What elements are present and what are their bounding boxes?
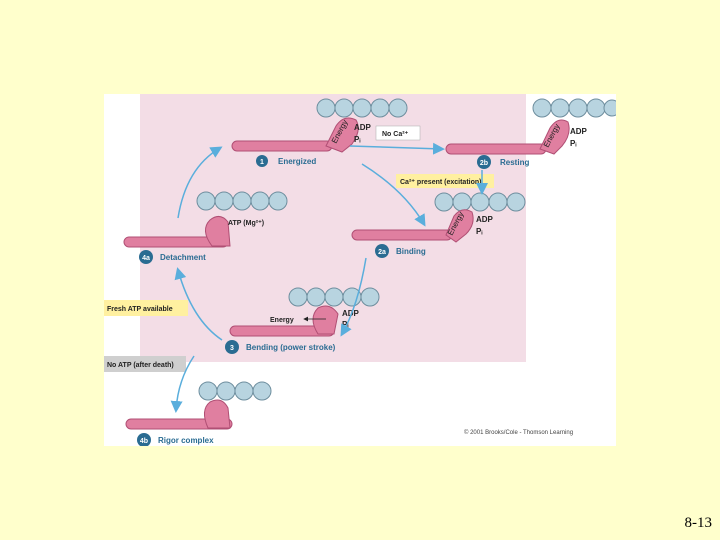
state-resting: Energy ADP Pᵢ 2b Resting [445,98,621,169]
step-label-bending: Bending (power stroke) [246,343,336,352]
arrow-energized-to-binding [361,163,426,227]
no-atp-box [104,356,186,372]
step-label-binding: Binding [396,247,426,256]
adp-label: ADP [342,309,360,318]
state-energized: Energy ADP Pᵢ No Ca²⁺ 1 Energized [231,98,421,167]
atp-mg-label: ATP (Mg²⁺) [228,220,264,227]
fresh-atp-label: Fresh ATP available [107,306,173,313]
actin-filament [196,191,288,211]
actin-filament [288,287,380,307]
arrow-bending-to-detachment [174,267,223,341]
state-rigor: No ATP (after death) 4b Rigor complex [104,356,272,447]
adp-label: ADP [476,215,494,224]
myosin-molecule [229,305,339,337]
step-number-circle [137,433,151,447]
step-number-circle [477,155,491,169]
state-binding: Ca²⁺ present (excitation) Energy ADP Pᵢ … [351,174,526,258]
actin-filament [316,98,408,118]
myosin-molecule: Energy [231,117,359,153]
myosin-molecule: Energy [445,119,570,155]
no-ca-label: No Ca²⁺ [382,131,409,138]
copyright-text: © 2001 Brooks/Cole - Thomson Learning [464,429,573,436]
adp-label: ADP [354,123,372,132]
step-number: 2a [378,249,386,256]
arrow-to-resting [349,142,445,155]
step-number-circle [256,155,268,167]
step-number: 2b [480,160,488,167]
energy-label: Energy [270,317,294,324]
actin-filament [434,192,526,212]
myosin-molecule [123,216,231,248]
step-label-energized: Energized [278,157,316,166]
cycle-arrows [170,142,488,413]
step-number: 4b [140,438,148,445]
step-label-resting: Resting [500,158,529,167]
cross-bridge-cycle-figure: Energy ADP Pᵢ No Ca²⁺ 1 Energized Energy… [104,94,621,447]
no-atp-label: No ATP (after death) [107,362,174,369]
fresh-atp-box [104,300,188,316]
step-number-circle [225,340,239,354]
step-number-circle [375,244,389,258]
myosin-molecule [125,399,233,430]
state-detachment: ATP (Mg²⁺) 4a Detachment [123,191,288,264]
pi-label: Pᵢ [354,135,360,144]
actin-filament [532,98,621,118]
arrow-binding-to-bending [340,257,367,337]
step-number: 3 [230,345,234,352]
adp-label: ADP [570,127,588,136]
ca-present-box [396,174,494,188]
step-number: 4a [142,255,150,262]
slide-page-number: 8-13 [684,515,713,531]
step-number: 1 [260,159,264,166]
step-label-rigor: Rigor complex [158,436,214,445]
arrow-detachment-to-energized [177,146,223,219]
ca-present-label: Ca²⁺ present (excitation) [400,179,482,186]
pi-label: Pᵢ [476,227,482,236]
actin-filament [198,381,272,401]
step-number-circle [139,250,153,264]
pi-label: Pᵢ [570,139,576,148]
no-ca-box [375,125,421,141]
step-label-detachment: Detachment [160,253,206,262]
arrow-bending-to-rigor [170,355,195,413]
